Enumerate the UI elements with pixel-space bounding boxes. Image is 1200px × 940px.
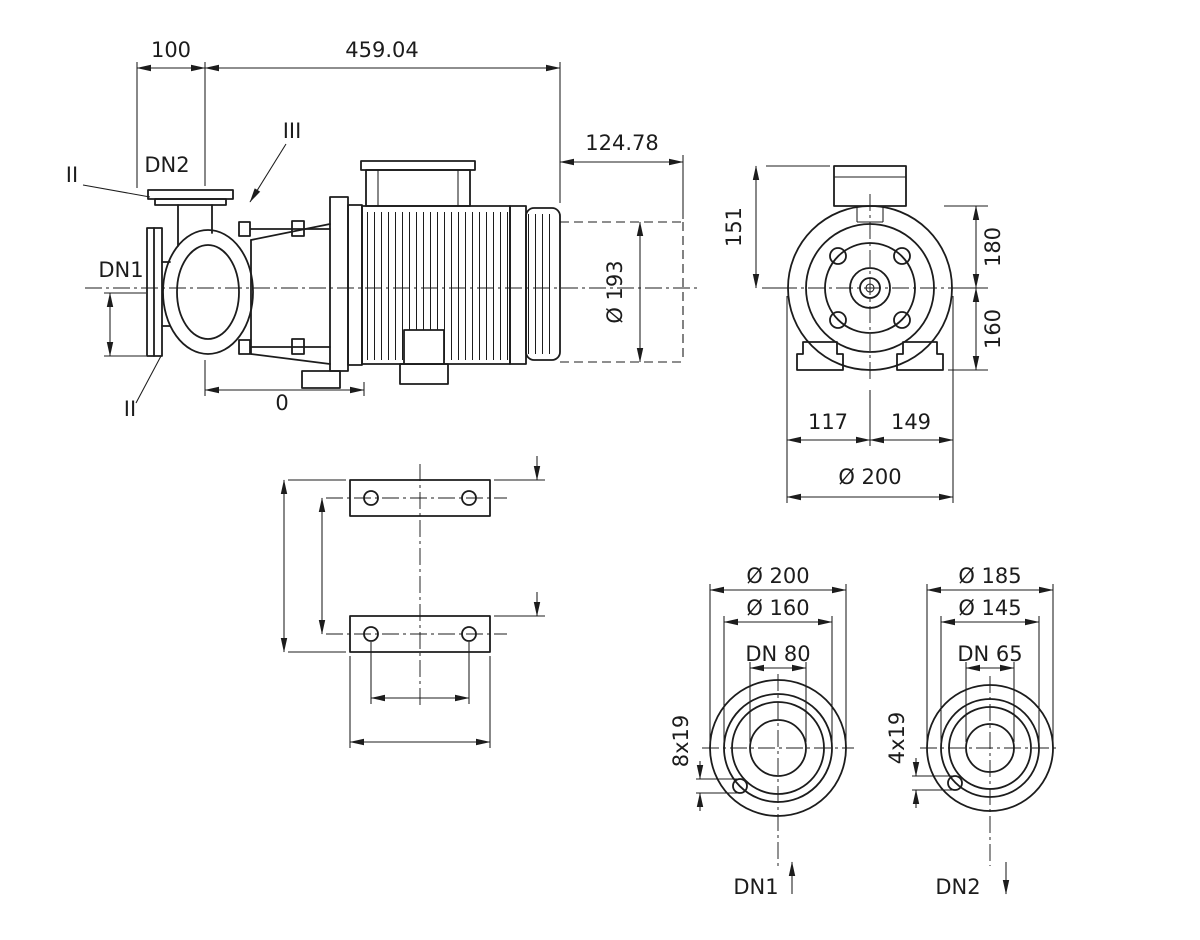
flange-dn1-outer	[709, 679, 847, 817]
flange-dn1-dimensions: Ø 200 Ø 160 DN 80 8x19	[669, 564, 847, 811]
terminal-box-front	[833, 165, 907, 207]
discharge-flange-dn2	[147, 189, 234, 247]
flange-dn2-outer	[926, 684, 1054, 812]
side-view-labels: DN2 DN1 II III II	[66, 119, 301, 421]
dim-flange2-bolt-circle: Ø 145	[958, 596, 1021, 620]
front-view: 151 180 160 117 149 Ø 200	[722, 165, 1005, 503]
motor-feet-front	[796, 341, 944, 371]
flange-bolt-hole	[893, 311, 911, 329]
dim-flange2-holes: 4x19	[885, 712, 909, 765]
section-marker-ii-top: II	[66, 163, 78, 187]
dim-flange1-bolt-circle: Ø 160	[746, 596, 809, 620]
front-view-dimensions: 151 180 160 117 149 Ø 200	[722, 165, 1005, 503]
dim-height-151: 151	[722, 207, 746, 247]
label-port-dn2: DN2	[144, 153, 189, 177]
flange-dn2-bore	[965, 723, 1015, 773]
dim-length-100: 100	[151, 38, 191, 62]
pump-volute	[162, 229, 254, 355]
dim-zero: 0	[275, 391, 288, 415]
dim-length-459-04: 459.04	[345, 38, 418, 62]
motor-removal-envelope	[560, 221, 684, 363]
lantern-bracket	[238, 220, 341, 389]
label-flange2-dn2: DN2	[935, 875, 980, 899]
motor	[329, 160, 561, 385]
dim-width-149: 149	[891, 410, 931, 434]
flange-bolt-hole	[893, 247, 911, 265]
pump-support-foot	[301, 370, 341, 389]
label-port-dn1: DN1	[98, 258, 143, 282]
label-flange1-dn1: DN1	[733, 875, 778, 899]
baseplate-dimensions	[280, 456, 545, 748]
dim-motor-diameter-193: Ø 193	[603, 260, 627, 323]
dim-height-160: 160	[981, 309, 1005, 349]
flange-bolt-hole	[829, 247, 847, 265]
dim-flange1-nominal: DN 80	[745, 642, 810, 666]
flange-dn1-bore	[749, 719, 807, 777]
motor-flange	[329, 196, 349, 372]
side-view-dimensions: 100 459.04 124.78 Ø 193 0	[104, 38, 684, 415]
dim-flange2-nominal: DN 65	[957, 642, 1022, 666]
dim-flange2-outer: Ø 185	[958, 564, 1021, 588]
side-view: 100 459.04 124.78 Ø 193 0 DN2 DN1 II III…	[66, 38, 697, 421]
dim-height-180: 180	[981, 227, 1005, 267]
flange-dn1-view: Ø 200 Ø 160 DN 80 8x19 DN1	[669, 564, 854, 899]
flange-dn2-dimensions: Ø 185 Ø 145 DN 65 4x19	[885, 564, 1054, 808]
flange-dn2-view: Ø 185 Ø 145 DN 65 4x19 DN2	[885, 564, 1060, 899]
section-marker-ii-bottom: II	[124, 397, 136, 421]
dim-flange1-outer: Ø 200	[746, 564, 809, 588]
dim-flange1-holes: 8x19	[669, 715, 693, 768]
dim-length-124-78: 124.78	[585, 131, 658, 155]
suction-flange-dn1	[146, 227, 171, 357]
baseplate-view	[280, 456, 545, 748]
terminal-box	[360, 160, 476, 207]
flange-bolt-hole	[829, 311, 847, 329]
motor-foot	[399, 363, 449, 385]
dim-width-117: 117	[808, 410, 848, 434]
fan-cover	[509, 205, 561, 365]
dim-diameter-200-front: Ø 200	[838, 465, 901, 489]
section-marker-iii: III	[283, 119, 302, 143]
